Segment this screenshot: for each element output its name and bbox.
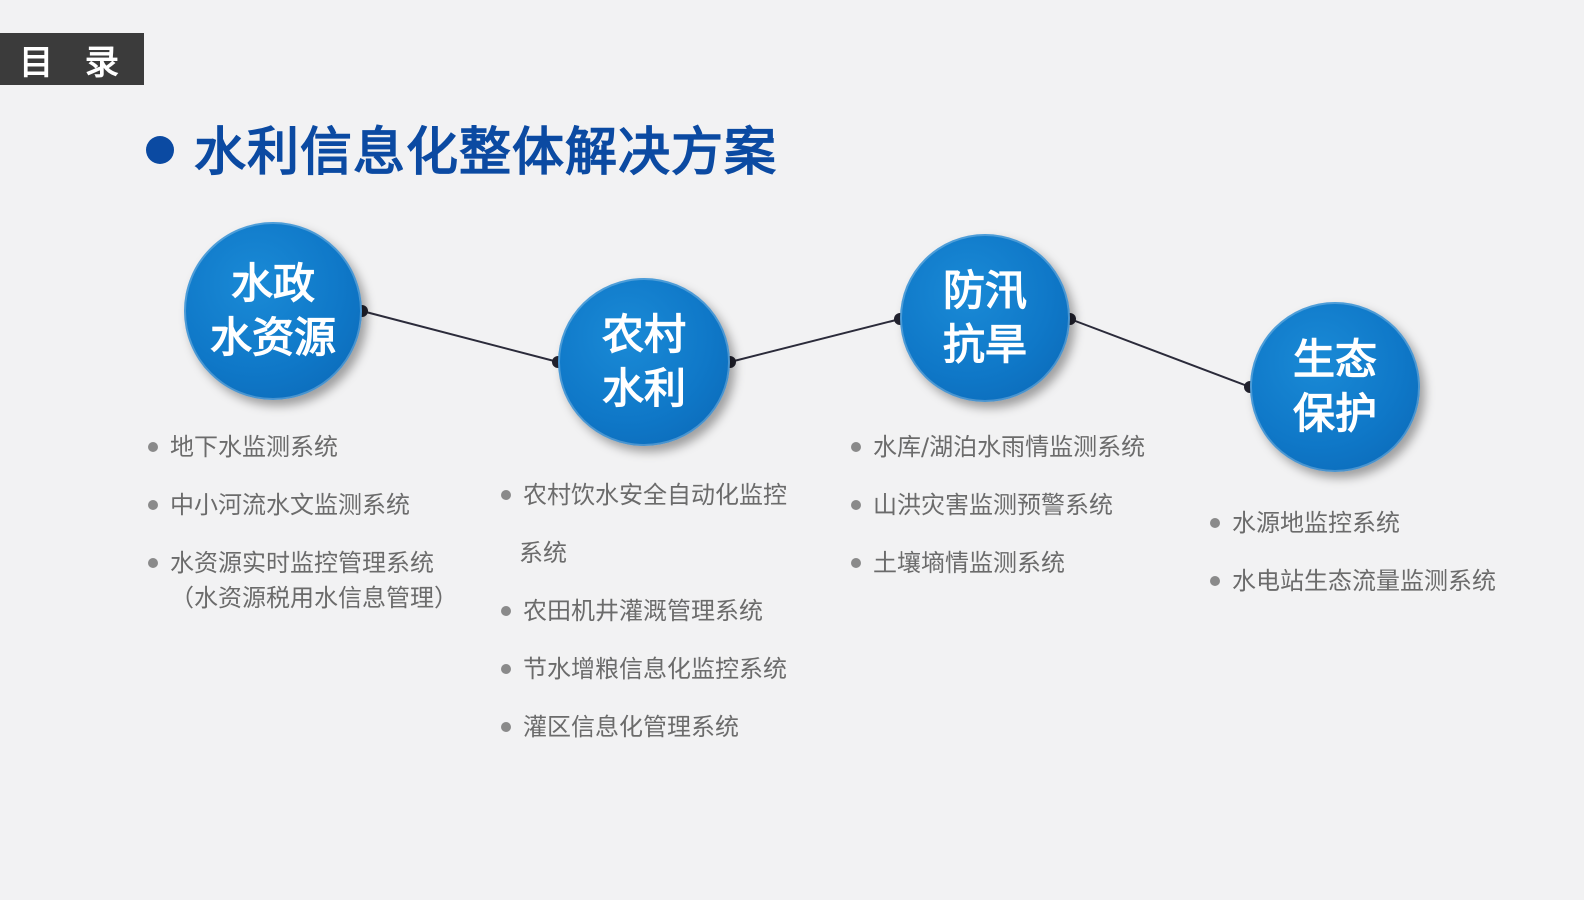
list-item-text: 节水增粮信息化监控系统 bbox=[523, 655, 787, 683]
toc-tab: 目 录 bbox=[0, 33, 144, 85]
list-item-text: 水库/湖泊水雨情监测系统 bbox=[873, 433, 1146, 461]
list-item-text: 土壤墒情监测系统 bbox=[873, 549, 1065, 577]
list-item: 水库/湖泊水雨情监测系统 bbox=[851, 418, 1145, 476]
category-circle-rural-water[interactable]: 农村 水利 bbox=[558, 278, 730, 446]
title-bullet-icon bbox=[146, 135, 174, 164]
list-item-text: 水源地监控系统 bbox=[1232, 509, 1400, 537]
list-item-text: 农田机井灌溉管理系统 bbox=[523, 597, 763, 625]
category-circle-water-admin[interactable]: 水政 水资源 bbox=[184, 222, 362, 400]
circle-label-line2: 水资源 bbox=[209, 313, 336, 362]
list-item-text: 地下水监测系统 bbox=[170, 433, 338, 461]
list-item: 中小河流水文监测系统 bbox=[148, 476, 458, 534]
system-list-water-admin: 地下水监测系统 中小河流水文监测系统 水资源实时监控管理系统 （水资源税用水信息管… bbox=[148, 418, 458, 620]
list-item-continuation: （水资源税用水信息管理） bbox=[170, 584, 458, 612]
list-item-text: 水电站生态流量监测系统 bbox=[1232, 567, 1496, 595]
list-item: 农村饮水安全自动化监控系统 bbox=[501, 466, 787, 582]
list-item: 地下水监测系统 bbox=[148, 418, 458, 476]
list-item-text: 灌区信息化管理系统 bbox=[523, 713, 739, 741]
page-title: 水利信息化整体解决方案 bbox=[194, 123, 778, 183]
list-item-text: 中小河流水文监测系统 bbox=[170, 491, 410, 519]
list-item: 灌区信息化管理系统 bbox=[501, 698, 787, 756]
system-list-rural-water: 农村饮水安全自动化监控系统 农田机井灌溉管理系统 节水增粮信息化监控系统 灌区信… bbox=[501, 466, 787, 756]
circle-label-line2: 保护 bbox=[1292, 389, 1377, 438]
circle-label-line2: 水利 bbox=[601, 364, 686, 413]
list-item-continuation: 系统 bbox=[519, 539, 567, 567]
list-item-text: 山洪灾害监测预警系统 bbox=[873, 491, 1113, 519]
title-row: 水利信息化整体解决方案 bbox=[146, 110, 777, 185]
connector-line-3 bbox=[1069, 318, 1251, 388]
list-item: 水电站生态流量监测系统 bbox=[1210, 552, 1496, 610]
system-list-ecology: 水源地监控系统 水电站生态流量监测系统 bbox=[1210, 494, 1496, 610]
connector-line-2 bbox=[729, 318, 901, 363]
list-item: 土壤墒情监测系统 bbox=[851, 534, 1145, 592]
circle-label-line1: 生态 bbox=[1292, 335, 1377, 384]
circle-label-line1: 农村 bbox=[601, 310, 686, 359]
list-item-text: 农村饮水安全自动化监控 bbox=[523, 481, 787, 509]
list-item: 水资源实时监控管理系统 （水资源税用水信息管理） bbox=[148, 534, 458, 614]
category-circle-flood-drought[interactable]: 防汛 抗旱 bbox=[900, 234, 1070, 402]
list-item: 水源地监控系统 bbox=[1210, 494, 1496, 552]
category-circle-ecology[interactable]: 生态 保护 bbox=[1250, 302, 1420, 472]
list-item-text: 水资源实时监控管理系统 bbox=[170, 549, 434, 577]
list-item: 节水增粮信息化监控系统 bbox=[501, 640, 787, 698]
connector-line-1 bbox=[361, 310, 559, 363]
circle-label-line1: 水政 bbox=[230, 259, 315, 308]
system-list-flood-drought: 水库/湖泊水雨情监测系统 山洪灾害监测预警系统 土壤墒情监测系统 bbox=[851, 418, 1145, 592]
circle-label-line1: 防汛 bbox=[942, 266, 1027, 315]
list-item: 山洪灾害监测预警系统 bbox=[851, 476, 1145, 534]
circle-label-line2: 抗旱 bbox=[942, 320, 1027, 369]
list-item: 农田机井灌溉管理系统 bbox=[501, 582, 787, 640]
